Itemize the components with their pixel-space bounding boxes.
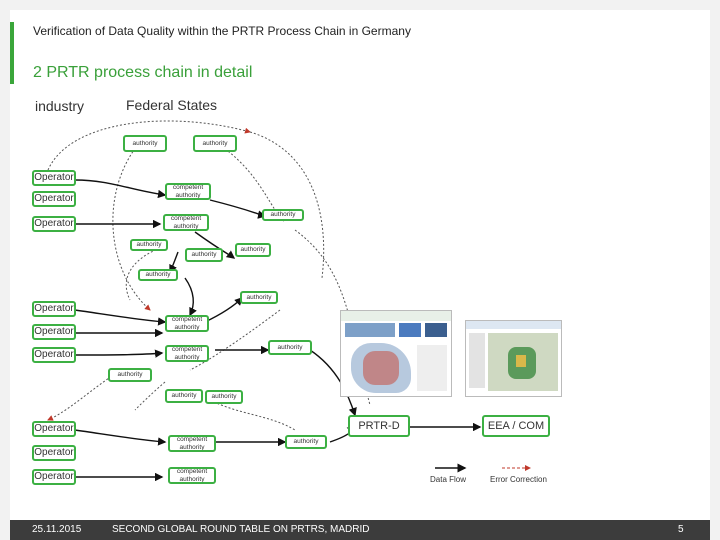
footer-bar: 25.11.2015 SECOND GLOBAL ROUND TABLE ON … (10, 520, 710, 540)
operator-node-9: Operator (32, 469, 76, 485)
industry-label: industry (35, 98, 85, 114)
operator-node-2: Operator (32, 191, 76, 207)
authority-node-4: authority (130, 239, 168, 251)
legend-data-flow-label: Data Flow (430, 475, 467, 484)
federal-states-label: Federal States (126, 97, 218, 113)
prtr-d-node: PRTR-D (348, 415, 410, 437)
competent-authority-node-6: competent authority (168, 467, 216, 484)
authority-node-8: authority (240, 291, 278, 304)
eea-com-node: EEA / COM (482, 415, 550, 437)
operator-node-5: Operator (32, 324, 76, 340)
accent-bar (10, 22, 14, 84)
authority-node-9: authority (268, 340, 312, 355)
prtr-d-website-thumbnail (340, 310, 452, 397)
operator-node-4: Operator (32, 301, 76, 317)
authority-node-5: authority (185, 248, 223, 262)
slide-header-title: Verification of Data Quality within the … (33, 24, 411, 38)
authority-node-3: authority (262, 209, 304, 221)
footer-page-number: 5 (678, 524, 684, 535)
authority-node-12: authority (205, 390, 243, 404)
operator-node-6: Operator (32, 347, 76, 363)
operator-node-8: Operator (32, 445, 76, 461)
footer-event: SECOND GLOBAL ROUND TABLE ON PRTRS, MADR… (112, 524, 370, 535)
footer-date: 25.11.2015 (32, 524, 82, 535)
competent-authority-node-2: competent authority (163, 214, 209, 231)
authority-node-10: authority (108, 368, 152, 382)
legend-error-correction-label: Error Correction (490, 475, 547, 484)
flow-edges (47, 120, 531, 482)
competent-authority-node-1: competent authority (165, 183, 211, 200)
authority-node-13: authority (285, 435, 327, 449)
slide: Verification of Data Quality within the … (10, 10, 710, 520)
authority-node-11: authority (165, 389, 203, 403)
eea-website-thumbnail (465, 320, 562, 397)
operator-node-1: Operator (32, 170, 76, 186)
authority-node-6: authority (235, 243, 271, 257)
authority-node-2: authority (193, 135, 237, 152)
authority-node-7: authority (138, 269, 178, 281)
operator-node-7: Operator (32, 421, 76, 437)
competent-authority-node-3: competent authority (165, 315, 209, 332)
competent-authority-node-5: competent authority (168, 435, 216, 452)
operator-node-3: Operator (32, 216, 76, 232)
section-title: 2 PRTR process chain in detail (33, 64, 253, 81)
competent-authority-node-4: competent authority (165, 345, 209, 362)
authority-node-1: authority (123, 135, 167, 152)
